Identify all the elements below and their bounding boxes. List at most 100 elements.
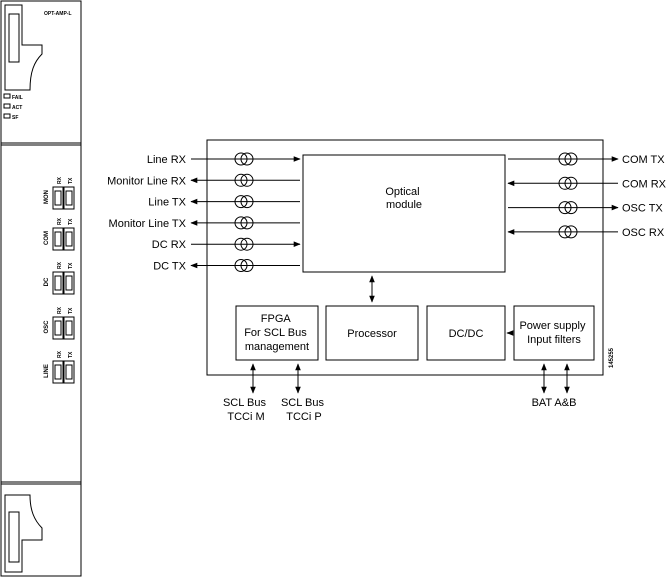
- right-signal-lines: COM TX COM RX OSC TX OSC RX: [507, 152, 667, 239]
- fiber-coil-icon: [558, 201, 572, 215]
- fiber-coil-icon: [240, 195, 254, 209]
- port-rx-label: RX: [57, 217, 63, 225]
- port-tx-inner: [65, 275, 73, 291]
- right-signal-line: OSC TX: [508, 201, 663, 215]
- led-label: ACT: [12, 105, 22, 111]
- signal-label: Monitor Line RX: [107, 175, 187, 187]
- fiber-coil-icon: [240, 152, 254, 166]
- right-signal-line: OSC RX: [507, 225, 665, 239]
- signal-label: DC RX: [152, 239, 187, 251]
- scl-m-label: SCL Bus TCCi M: [223, 397, 269, 423]
- signal-label: Line RX: [147, 154, 187, 166]
- left-signal-line: Monitor Line RX: [107, 173, 300, 187]
- port-rx-connector[interactable]: [52, 360, 64, 384]
- led-label: SF: [12, 115, 18, 121]
- port-tx-label: TX: [68, 218, 74, 225]
- signal-label: Monitor Line TX: [109, 218, 187, 230]
- signal-label: COM TX: [622, 154, 665, 166]
- port-name: COM: [44, 231, 50, 245]
- port-tx-label: TX: [68, 262, 74, 269]
- fiber-coil-icon: [234, 152, 248, 166]
- port-rx-connector[interactable]: [52, 227, 64, 251]
- led-act: ACT: [3, 103, 22, 111]
- right-signal-line: COM TX: [508, 152, 665, 166]
- fiber-coil-icon: [240, 259, 254, 272]
- port-rx-label: RX: [57, 306, 63, 314]
- port-tx-inner: [65, 320, 73, 336]
- port-tx-label: TX: [68, 351, 74, 358]
- signal-label: Line TX: [148, 197, 186, 209]
- fiber-coil-icon: [564, 201, 578, 215]
- port-rx-connector[interactable]: [52, 271, 64, 295]
- port-group: COM RX TX: [44, 217, 75, 251]
- fiber-coil-icon: [558, 176, 572, 190]
- port-tx-connector[interactable]: [63, 186, 75, 210]
- fiber-coil-icon: [234, 195, 248, 209]
- port-rx-label: RX: [57, 176, 63, 184]
- led-sf: SF: [3, 113, 18, 121]
- optical-module-box: [302, 154, 506, 273]
- port-rx-label: RX: [57, 350, 63, 358]
- port-tx-inner: [65, 190, 73, 206]
- right-signal-line: COM RX: [507, 176, 667, 190]
- port-rx-inner: [54, 275, 62, 291]
- fpga-box: [235, 305, 319, 361]
- card-title: OPT-AMP-L: [44, 11, 72, 17]
- signal-label: OSC RX: [622, 227, 665, 239]
- port-rx-label: RX: [57, 261, 63, 269]
- port-rx-inner: [54, 320, 62, 336]
- port-rx-inner: [54, 231, 62, 247]
- fiber-coil-icon: [564, 225, 578, 239]
- port-tx-connector[interactable]: [63, 360, 75, 384]
- left-signal-lines: Line RX Monitor Line RX Line TX Monitor Lin…: [107, 152, 301, 273]
- fiber-coil-icon: [234, 259, 248, 272]
- power-supply-box: [513, 305, 595, 361]
- processor-box: [325, 305, 419, 361]
- left-signal-line: Monitor Line TX: [109, 216, 300, 230]
- dcdc-box: [426, 305, 506, 361]
- figure-id: 145255: [609, 347, 615, 368]
- port-name: MON: [44, 190, 50, 204]
- module-outline: [206, 139, 604, 376]
- fiber-coil-icon: [234, 216, 248, 230]
- fiber-coil-icon: [240, 237, 254, 251]
- port-rx-inner: [54, 364, 62, 380]
- bat-label: BAT A&B: [532, 397, 577, 409]
- port-tx-inner: [65, 231, 73, 247]
- signal-label: COM RX: [622, 178, 667, 190]
- signal-label: OSC TX: [622, 203, 663, 215]
- led-label: FAIL: [12, 95, 23, 101]
- port-rx-inner: [54, 190, 62, 206]
- fiber-coil-icon: [558, 225, 572, 239]
- fiber-coil-icon: [558, 152, 572, 166]
- processor-label: Processor: [347, 328, 397, 340]
- port-rx-connector[interactable]: [52, 316, 64, 340]
- port-name: LINE: [44, 364, 50, 378]
- card-faceplate: [0, 0, 82, 577]
- left-signal-line: Line TX: [148, 195, 300, 209]
- port-rx-connector[interactable]: [52, 186, 64, 210]
- port-name: OSC: [44, 320, 50, 334]
- fiber-coil-icon: [234, 237, 248, 251]
- fiber-coil-icon: [240, 216, 254, 230]
- fiber-coil-icon: [234, 173, 248, 187]
- port-tx-connector[interactable]: [63, 271, 75, 295]
- scl-p-label: SCL Bus TCCi P: [281, 397, 327, 423]
- left-signal-line: DC RX: [152, 237, 301, 251]
- fpga-label: FPGA For SCL Bus management: [244, 313, 310, 353]
- port-tx-connector[interactable]: [63, 227, 75, 251]
- left-signal-line: DC TX: [153, 259, 300, 273]
- port-tx-connector[interactable]: [63, 316, 75, 340]
- left-signal-line: Line RX: [147, 152, 301, 166]
- port-tx-inner: [65, 364, 73, 380]
- port-group: LINE RX TX: [44, 350, 75, 384]
- power-supply-label: Power supply Input filters: [519, 320, 588, 346]
- led-fail: FAIL: [3, 93, 23, 101]
- fiber-coil-icon: [564, 176, 578, 190]
- fiber-coil-icon: [240, 173, 254, 187]
